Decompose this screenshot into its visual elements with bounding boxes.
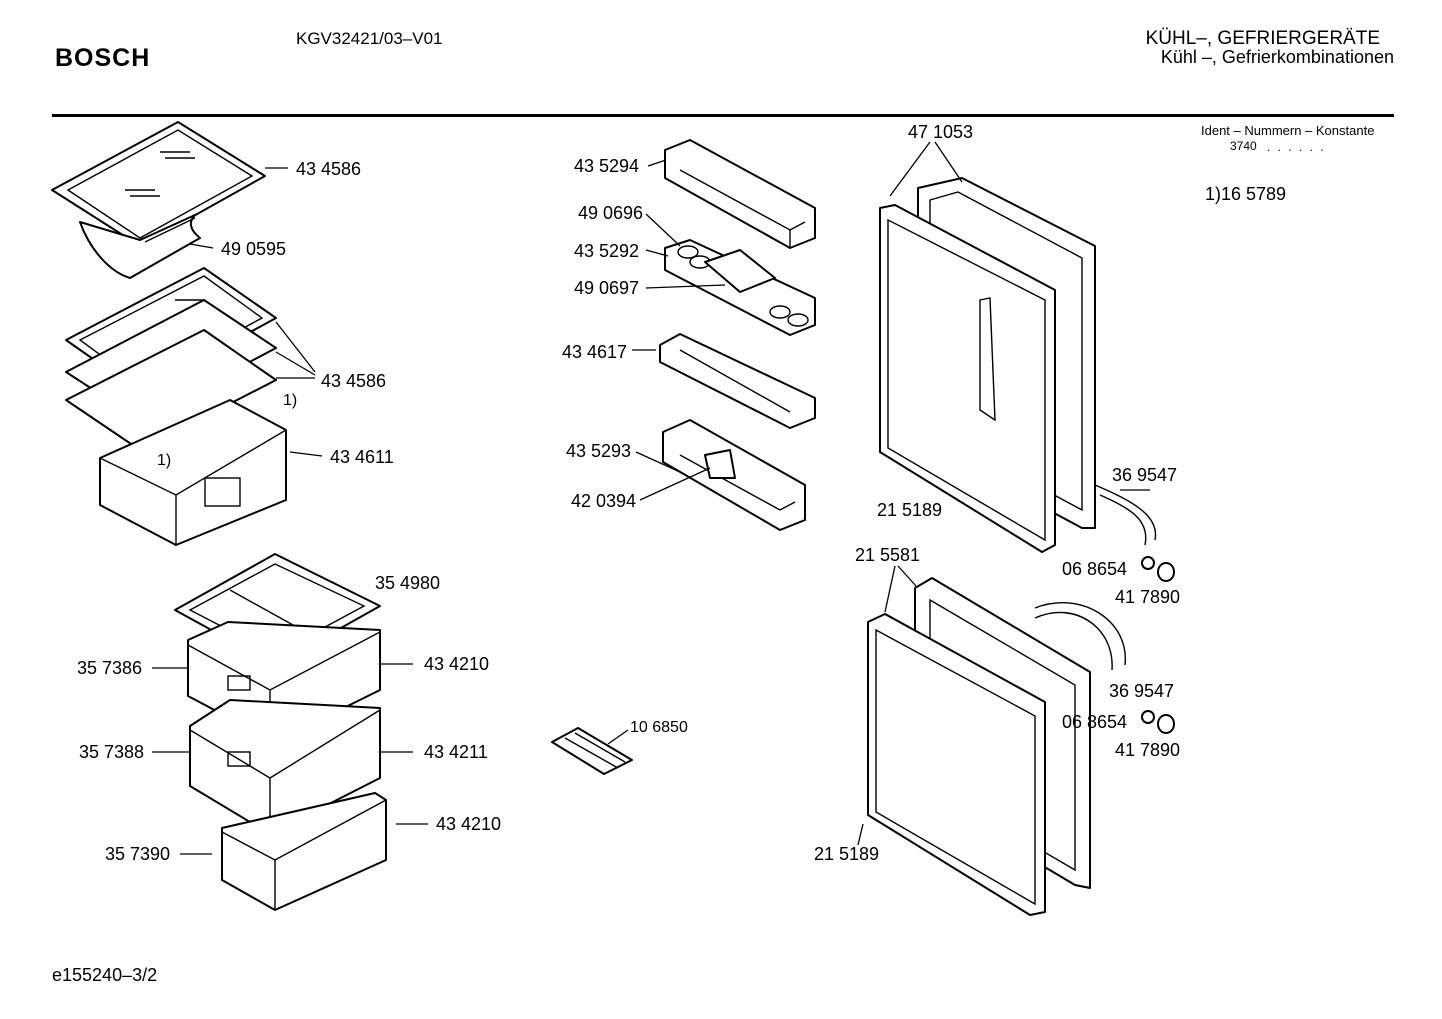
part-label: 42 0394 <box>571 491 637 511</box>
part-label: 06 8654 <box>1062 559 1128 579</box>
part-label: 35 4980 <box>375 573 441 593</box>
part-label: 43 4617 <box>562 342 628 362</box>
part-label: 41 7890 <box>1115 740 1181 760</box>
ident-value: 3740 <box>1230 139 1257 153</box>
category-title: KÜHL–, GEFRIERGERÄTE <box>1145 28 1380 49</box>
part-label: 43 4586 <box>321 371 387 391</box>
door-shelf-435293 <box>662 419 806 531</box>
document-id: e155240–3/2 <box>52 965 158 985</box>
ident-heading: Ident – Nummern – Konstante <box>1201 123 1375 138</box>
part-label: 49 0696 <box>578 203 644 223</box>
part-label: 35 7388 <box>79 742 145 762</box>
part-label: 21 5581 <box>855 545 921 565</box>
category-subtitle: Kühl –, Gefrierkombinationen <box>1160 47 1394 67</box>
part-label: 06 8654 <box>1062 712 1128 732</box>
part-label: 35 7390 <box>105 844 171 864</box>
screw-cap-upper <box>1141 556 1175 582</box>
model-number: KGV32421/03–V01 <box>296 29 443 48</box>
freezer-drawer-2 <box>189 699 381 835</box>
part-label: 10 6850 <box>630 719 688 736</box>
part-label: 43 4586 <box>296 159 362 179</box>
glass-shelf-stack <box>65 267 277 451</box>
glass-shelf-top <box>51 121 266 247</box>
leader-lines <box>152 141 1150 855</box>
footnote-marker: 1) <box>283 392 298 409</box>
part-label: 36 9547 <box>1109 681 1175 701</box>
crisper-drawer <box>99 399 287 546</box>
ident-dots: . . . . . . <box>1267 140 1326 154</box>
brand-logo: BOSCH <box>55 44 151 72</box>
part-label: 43 4611 <box>330 447 394 467</box>
footnote-marker: 1) <box>157 452 172 469</box>
door-shelf-435294 <box>664 139 816 249</box>
part-label: 43 4210 <box>436 814 502 834</box>
part-label: 35 7386 <box>77 658 143 678</box>
screw-cap-lower <box>1141 710 1175 734</box>
bottle-rack <box>79 214 201 279</box>
freezer-drawer-3 <box>221 792 387 911</box>
egg-tray <box>664 239 816 336</box>
part-label: 21 5189 <box>814 844 880 864</box>
part-label: 41 7890 <box>1115 587 1181 607</box>
part-label: 43 5294 <box>574 156 640 176</box>
door-shelf-434617 <box>659 333 816 429</box>
fridge-door <box>879 177 1157 553</box>
freezer-door <box>867 577 1126 916</box>
part-label: 49 0697 <box>574 278 640 298</box>
part-label: 43 4210 <box>424 654 490 674</box>
part-label: 36 9547 <box>1112 465 1178 485</box>
header-divider <box>52 114 1394 117</box>
ice-cube-tray <box>551 727 633 775</box>
footnote-part: 1)16 5789 <box>1205 184 1287 204</box>
part-label: 49 0595 <box>221 239 287 259</box>
part-label: 47 1053 <box>908 122 974 142</box>
part-label: 43 5292 <box>574 241 640 261</box>
part-label: 21 5189 <box>877 500 943 520</box>
part-label: 43 5293 <box>566 441 632 461</box>
part-label: 43 4211 <box>424 742 488 762</box>
